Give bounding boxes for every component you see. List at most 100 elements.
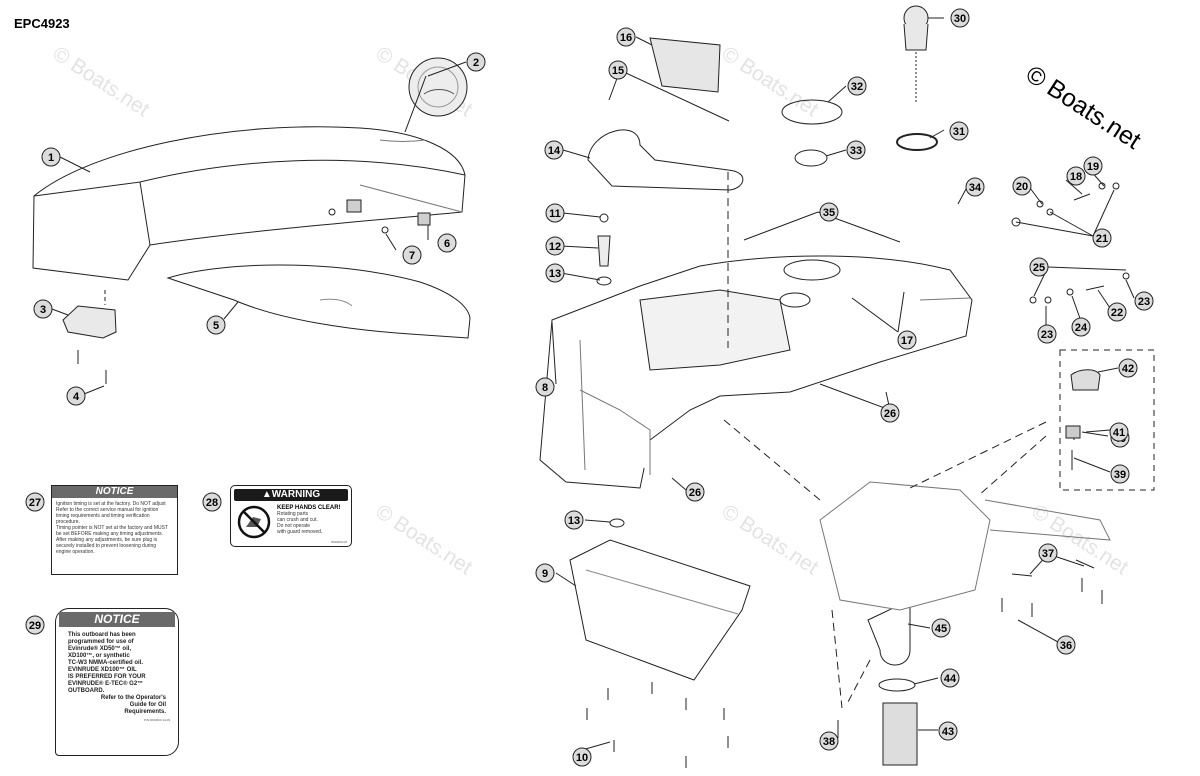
callout-number: 12 [549, 241, 561, 253]
decal-line: procedure. [56, 519, 80, 525]
decal-line: Refer to the correct service manual for … [56, 507, 159, 513]
callout-28: 28 [202, 492, 222, 512]
callout-number: 5 [213, 320, 219, 332]
callout-bubble [1083, 156, 1103, 176]
callout-45: 45 [931, 618, 951, 638]
callout-number: 3 [40, 304, 46, 316]
callout-6: 6 [437, 233, 457, 253]
callout-number: 33 [850, 145, 862, 157]
callout-bubble [1107, 302, 1127, 322]
decal-line: can crush and cut. [277, 517, 318, 523]
decal-part-number: P/N 0000000 14-09 [143, 718, 170, 722]
callout-42: 42 [1118, 358, 1138, 378]
decal-text: Ignition timing is set at the factory. D… [52, 498, 177, 558]
notice-decal-oil: NOTICE This outboard has been programmed… [55, 608, 179, 756]
decal-line: Ignition timing is set at the factory. D… [56, 501, 166, 507]
decal-heading: NOTICE [59, 612, 175, 627]
intake-part [867, 599, 911, 666]
callout-bubble [819, 202, 839, 222]
callout-number: 39 [1114, 469, 1126, 481]
callout-14: 14 [544, 140, 564, 160]
callout-26: 26 [685, 482, 705, 502]
diagram-code: EPC4923 [14, 16, 70, 31]
callout-bubble [608, 60, 628, 80]
decal-heading: ▲WARNING [234, 489, 348, 501]
callout-bubble [1056, 635, 1076, 655]
callout-11: 11 [545, 203, 565, 223]
callout-number: 37 [1042, 548, 1054, 560]
callout-16: 16 [616, 27, 636, 47]
callout-24: 24 [1071, 317, 1091, 337]
callout-number: 10 [576, 752, 588, 764]
callout-39: 39 [1110, 464, 1130, 484]
warning-word: WARNING [271, 489, 321, 500]
callout-bubble [25, 492, 45, 512]
bracket-part [819, 481, 991, 611]
callout-number: 19 [1087, 161, 1099, 173]
callout-44: 44 [940, 668, 960, 688]
callout-bubble [41, 147, 61, 167]
callout-bubble [1134, 291, 1154, 311]
callout-bubble [402, 245, 422, 265]
decal-title: KEEP HANDS CLEAR! [277, 505, 341, 511]
callout-43: 43 [938, 721, 958, 741]
callout-bubble [616, 27, 636, 47]
callout-bubble [25, 615, 45, 635]
notice-decal-timing: NOTICE Ignition timing is set at the fac… [51, 485, 178, 575]
callout-bubble [1038, 543, 1058, 563]
callout-38: 38 [819, 731, 839, 751]
callout-number: 26 [884, 408, 896, 420]
latch-part [62, 305, 117, 339]
callout-number: 36 [1060, 640, 1072, 652]
callout-number: 7 [409, 250, 415, 262]
decal-line: After making any adjustments, be sure pl… [56, 537, 158, 543]
callout-number: 27 [29, 497, 41, 509]
gasket-part [781, 99, 843, 125]
callout-bubble [1118, 358, 1138, 378]
callout-bubble [965, 177, 985, 197]
callout-bubble [545, 263, 565, 283]
upper-cowl-part [32, 126, 466, 281]
callout-bubble [545, 203, 565, 223]
decal-line: Rotating parts [277, 511, 309, 517]
decal-line: TC-W3 NMMA-certified oil. [68, 660, 143, 666]
callout-29: 29 [25, 615, 45, 635]
callout-bubble [938, 721, 958, 741]
decal-line: Refer to the Operator's [100, 695, 166, 701]
callout-layer: 1234567891011121313141516171918202122232… [25, 8, 1154, 767]
o-ring-part [896, 133, 938, 151]
callout-13: 13 [564, 510, 584, 530]
decal-line: with guard removed. [277, 529, 323, 535]
warning-decal-hands: ▲WARNING KEEP HANDS CLEAR! Rotating part… [230, 485, 352, 547]
callout-bubble [535, 563, 555, 583]
callout-23: 23 [1134, 291, 1154, 311]
callout-31: 31 [949, 121, 969, 141]
callout-18: 18 [1066, 166, 1086, 186]
callout-number: 25 [1033, 262, 1045, 274]
callout-8: 8 [535, 377, 555, 397]
callout-bubble [572, 747, 592, 767]
callout-bubble [66, 386, 86, 406]
callout-number: 35 [823, 207, 835, 219]
callout-bubble [564, 510, 584, 530]
callout-number: 18 [1070, 171, 1082, 183]
decal-line: programmed for use of [68, 639, 134, 645]
callout-23: 23 [1037, 324, 1057, 344]
callout-4: 4 [66, 386, 86, 406]
callout-bubble [880, 403, 900, 423]
callout-number: 41 [1113, 427, 1125, 439]
callout-number: 13 [549, 268, 561, 280]
callout-number: 31 [953, 126, 965, 138]
callout-bubble [437, 233, 457, 253]
callout-35: 35 [819, 202, 839, 222]
callout-number: 30 [954, 13, 966, 25]
callout-number: 1 [48, 152, 54, 164]
callout-bubble [685, 482, 705, 502]
decal-line: IS PREFERRED FOR YOUR [68, 674, 146, 680]
callout-number: 23 [1041, 329, 1053, 341]
callout-number: 29 [29, 620, 41, 632]
callout-number: 16 [620, 32, 632, 44]
callout-15: 15 [608, 60, 628, 80]
callout-2: 2 [466, 52, 486, 72]
